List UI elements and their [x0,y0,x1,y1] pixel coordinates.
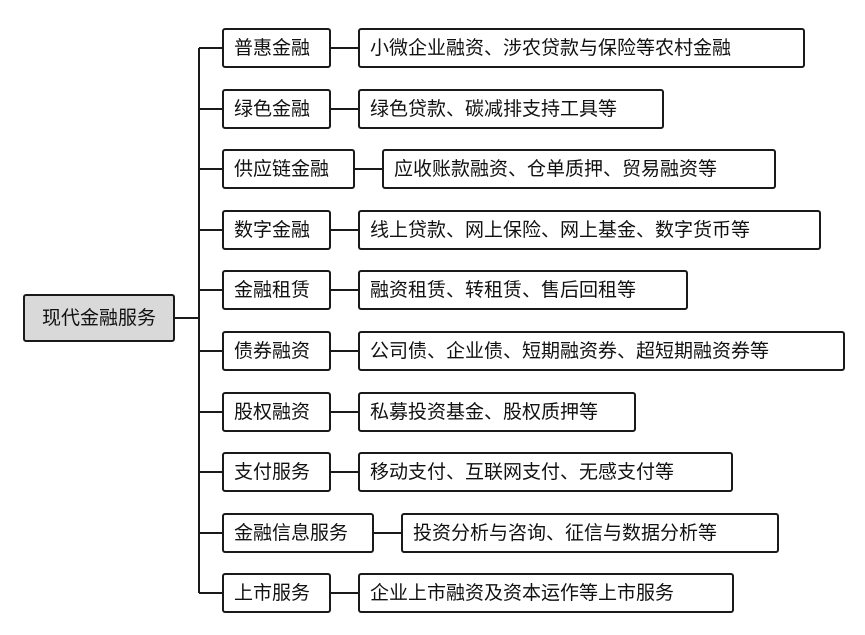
category-node: 数字金融 [222,210,331,250]
description-node: 绿色贷款、碳减排支持工具等 [358,89,664,129]
description-node: 融资租赁、转租赁、售后回租等 [358,270,688,310]
category-node: 金融租赁 [222,270,331,310]
description-node: 应收账款融资、仓单质押、贸易融资等 [382,149,776,189]
category-node: 上市服务 [222,573,331,613]
description-node: 企业上市融资及资本运作等上市服务 [358,573,734,613]
description-node: 投资分析与咨询、征信与数据分析等 [401,513,779,553]
category-node: 供应链金融 [222,149,355,189]
category-node: 绿色金融 [222,89,331,129]
root-node: 现代金融服务 [23,294,175,342]
category-node: 普惠金融 [222,28,331,68]
category-node: 支付服务 [222,452,331,492]
category-node: 股权融资 [222,392,331,432]
description-node: 公司债、企业债、短期融资券、超短期融资券等 [358,331,845,371]
category-node: 金融信息服务 [222,513,374,553]
description-node: 私募投资基金、股权质押等 [358,392,636,432]
category-node: 债券融资 [222,331,331,371]
description-node: 小微企业融资、涉农贷款与保险等农村金融 [358,28,805,68]
description-node: 移动支付、互联网支付、无感支付等 [358,452,733,492]
description-node: 线上贷款、网上保险、网上基金、数字货币等 [358,210,821,250]
